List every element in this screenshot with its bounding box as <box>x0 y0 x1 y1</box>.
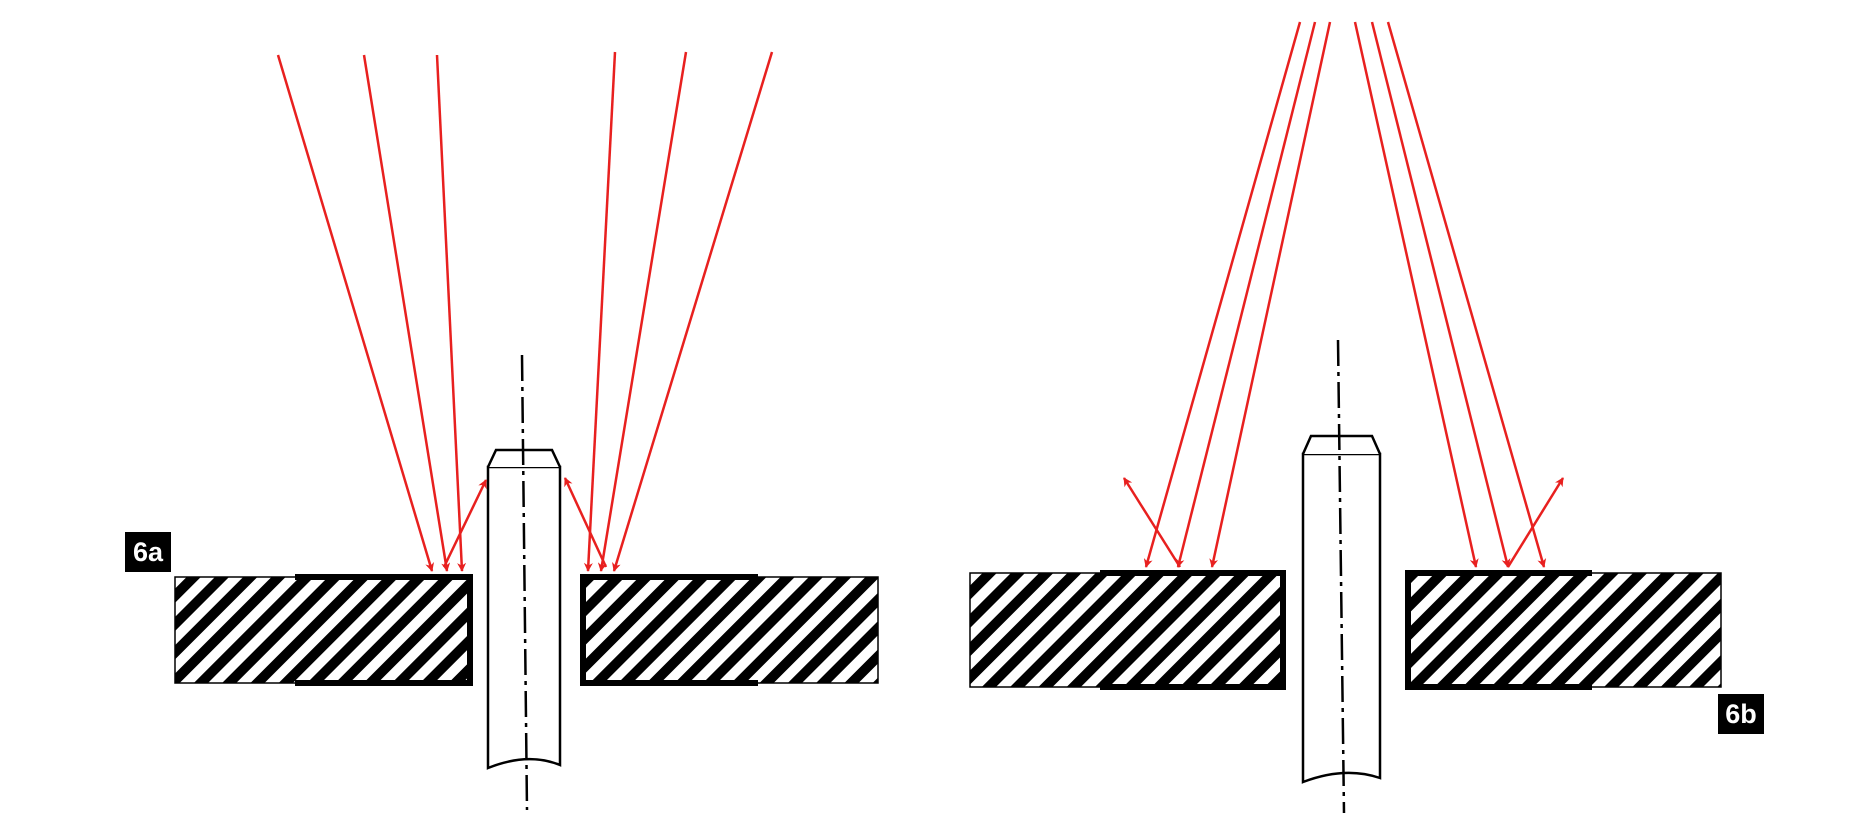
plate-right-6a <box>580 574 879 686</box>
plate-left-6b <box>969 570 1286 690</box>
rays-right-6a <box>563 51 774 572</box>
pin-6b <box>1301 339 1382 813</box>
pin-6a <box>486 354 562 811</box>
plate-right-6b <box>1405 570 1722 690</box>
panel-label-6b: 6b <box>1718 694 1764 734</box>
rays-left-6a <box>276 54 488 572</box>
plate-left-6a <box>174 574 473 686</box>
rays-left-6b <box>1122 21 1332 568</box>
panel-6a <box>174 51 879 811</box>
panel-label-6a: 6a <box>125 532 171 572</box>
rays-right-6b <box>1353 21 1565 568</box>
panel-6b <box>969 21 1722 813</box>
